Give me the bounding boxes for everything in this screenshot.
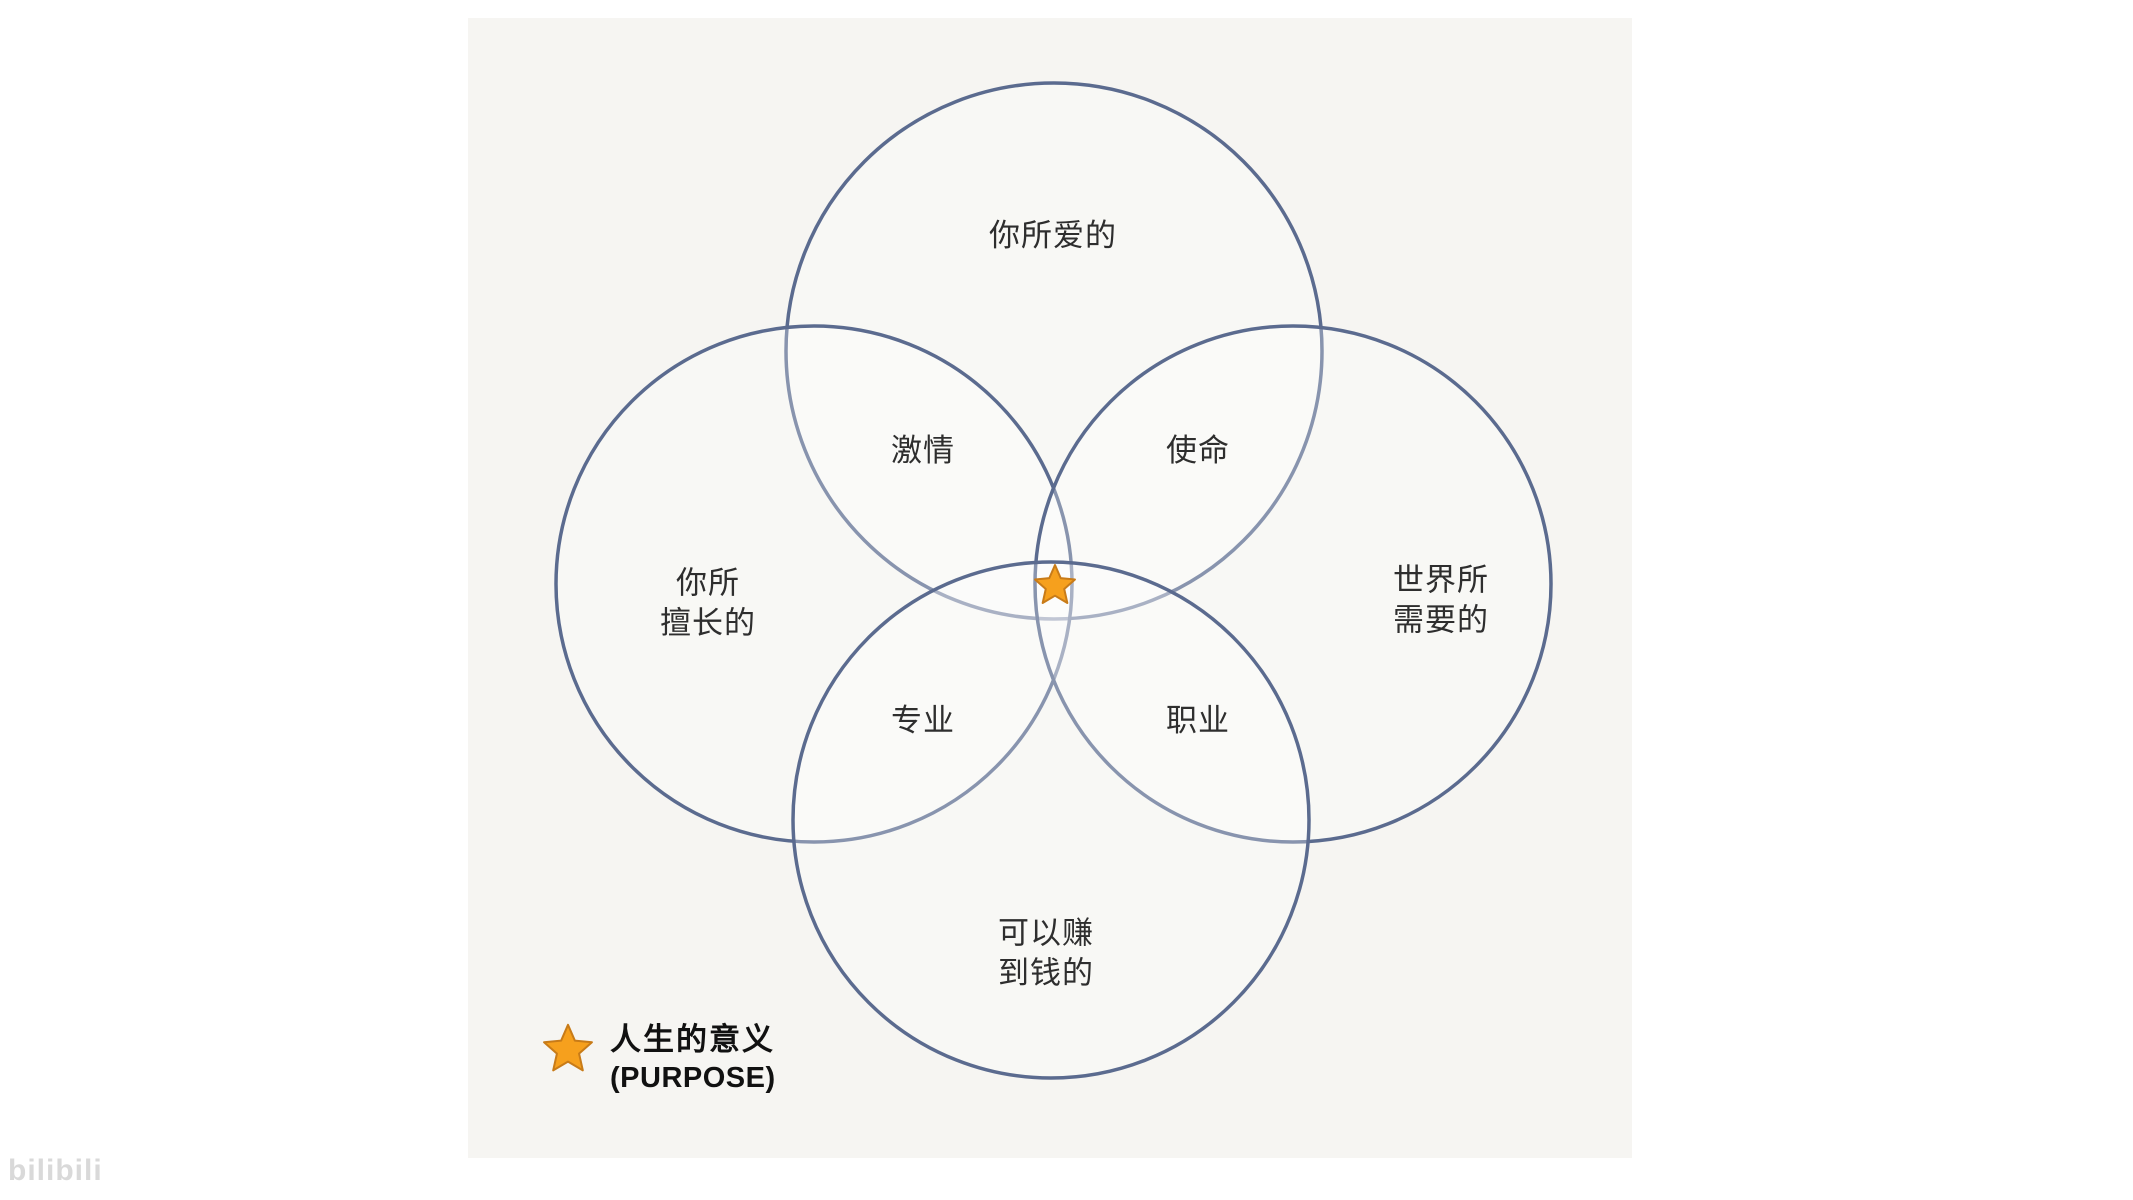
circle-good-at-label: 你所 擅长的 <box>660 565 756 641</box>
circle-love-label: 你所爱的 <box>989 217 1117 253</box>
intersection-passion-label: 激情 <box>891 432 955 468</box>
legend-star-icon <box>543 1023 593 1072</box>
circle-world-needs <box>1033 324 1553 844</box>
legend-text: 人生的意义 (PURPOSE) <box>610 1020 776 1098</box>
circle-paid-for-label: 可以赚 到钱的 <box>998 915 1094 991</box>
circle-good-at <box>554 324 1074 844</box>
venn-circles-canvas <box>554 81 1553 1080</box>
bilibili-watermark: bilibili <box>8 1154 103 1187</box>
purpose-star-icon <box>1034 564 1076 604</box>
venn-diagram-panel: 你所爱的 激情 使命 你所 擅长的 世界所 需要的 专业 职业 可以赚 到钱的 … <box>468 18 1632 1158</box>
intersection-mission-label: 使命 <box>1166 432 1230 468</box>
intersection-vocation-label: 职业 <box>1166 702 1230 738</box>
circle-paid-for <box>791 560 1311 1080</box>
legend: 人生的意义 (PURPOSE) <box>540 1020 776 1098</box>
circle-love <box>784 81 1324 621</box>
legend-label: 人生的意义 <box>610 1022 775 1057</box>
intersection-profession-label: 专业 <box>891 702 955 738</box>
circle-world-needs-label: 世界所 需要的 <box>1393 562 1489 638</box>
legend-sublabel: (PURPOSE) <box>610 1062 776 1095</box>
